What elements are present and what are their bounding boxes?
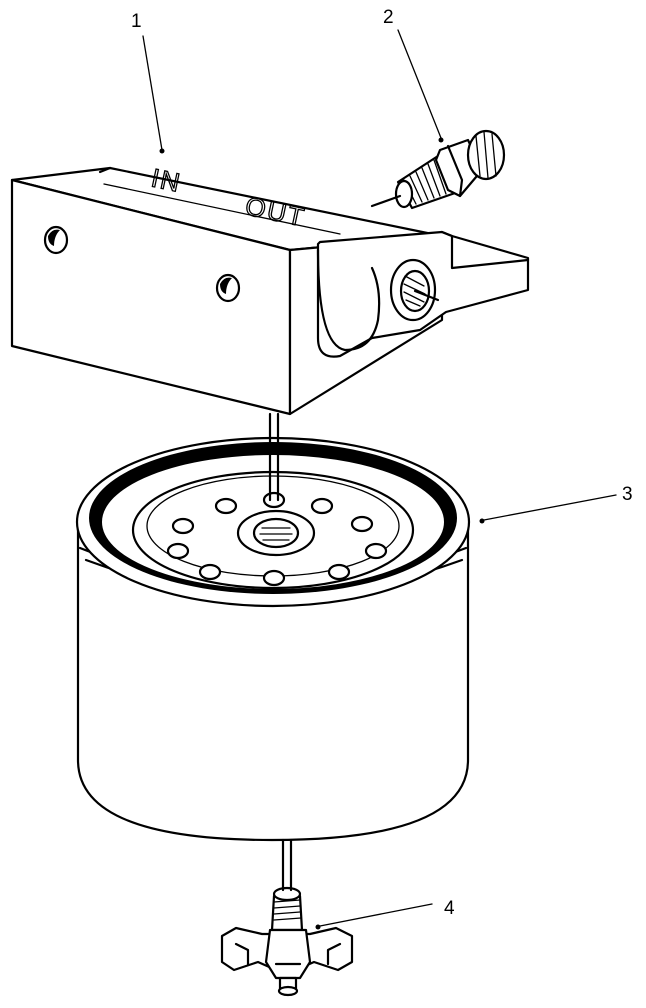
assembly-centerlines [268, 412, 293, 892]
svg-text:IN: IN [149, 163, 185, 199]
leader-line-3 [479, 494, 617, 524]
leader-line-4 [315, 903, 433, 930]
callout-1: 1 [131, 11, 142, 32]
leader-line-2 [397, 29, 444, 143]
filter-canister [75, 436, 471, 842]
filter-inlet-holes [166, 491, 388, 587]
embossed-in-label: IN [148, 162, 185, 199]
drain-valve [220, 886, 354, 997]
filter-head-bracket [10, 166, 530, 416]
callout-2: 2 [383, 7, 394, 28]
callout-4: 4 [444, 898, 455, 919]
leader-line-1 [142, 35, 165, 154]
fitting [370, 129, 506, 210]
callout-3: 3 [622, 484, 633, 505]
